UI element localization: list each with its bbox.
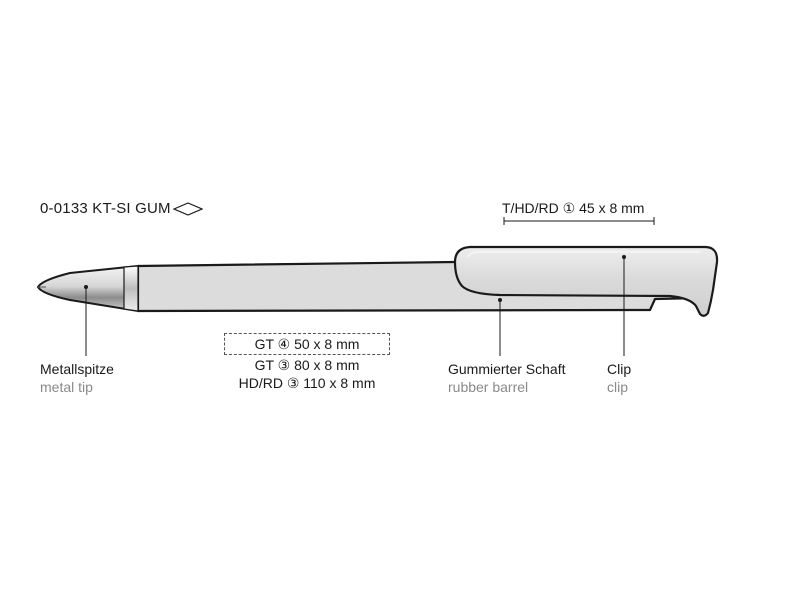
- rubber-barrel-label-de: Gummierter Schaft: [448, 361, 566, 377]
- clip-label-en: clip: [607, 379, 629, 395]
- metal-tip-label-en: metal tip: [40, 379, 93, 395]
- metal-tip-label-de: Metallspitze: [40, 361, 114, 377]
- clip-label-de: Clip: [607, 361, 632, 377]
- callout-metal-tip: Metallspitze metal tip: [40, 360, 114, 396]
- clip-print-dimension: T/HD/RD ① 45 x 8 mm: [502, 200, 645, 216]
- metal-tip: [36, 264, 139, 313]
- rubber-barrel-label-en: rubber barrel: [448, 379, 529, 395]
- barrel-print-option-3: HD/RD ③ 110 x 8 mm: [238, 375, 376, 391]
- diamond-outline-icon: [173, 202, 203, 216]
- barrel-print-option-1: GT ④ 50 x 8 mm: [224, 333, 390, 355]
- callout-clip: Clip clip: [607, 360, 631, 396]
- product-code: 0-0133 KT-SI GUM: [40, 200, 171, 217]
- callout-rubber-barrel: Gummierter Schaft rubber barrel: [448, 360, 565, 396]
- barrel-print-option-2: GT ③ 80 x 8 mm: [254, 357, 360, 373]
- clip-dimension-bracket: [503, 217, 655, 225]
- pen-clip: [453, 245, 719, 317]
